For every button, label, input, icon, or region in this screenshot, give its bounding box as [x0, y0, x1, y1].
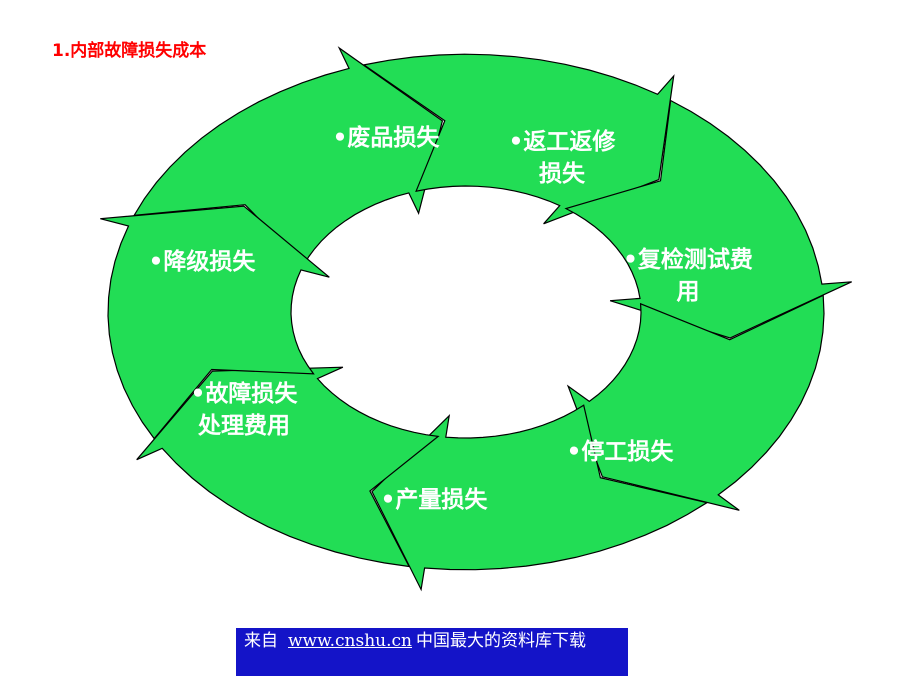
segment-label-retest: •复检测试费 用	[623, 247, 753, 305]
segment-label-failure-handling: •故障损失 处理费用	[190, 381, 298, 439]
segment-label-downgrade: •降级损失	[148, 249, 256, 275]
arrow-segment-downgrade	[100, 205, 330, 440]
segment-label-downtime: •停工损失	[566, 439, 674, 465]
segment-label-rework: •返工返修 损失	[508, 129, 616, 187]
arrow-segment-failure-handling	[136, 366, 440, 568]
page-title: 1.内部故障损失成本	[52, 41, 207, 61]
arrow-segment-rework	[362, 53, 675, 225]
source-suffix: 中国最大的资料库下载	[416, 631, 587, 651]
segment-label-scrap: •废品损失	[332, 125, 440, 151]
segment-label-output: •产量损失	[380, 487, 488, 513]
source-prefix: 来自	[244, 631, 278, 651]
source-link[interactable]: www.cnshu.cn	[288, 631, 413, 651]
arrow-segment-output	[371, 404, 709, 592]
arrow-segment-downtime	[566, 294, 825, 511]
arrow-segment-retest	[564, 99, 852, 339]
arrow-segment-scrap	[132, 46, 444, 266]
